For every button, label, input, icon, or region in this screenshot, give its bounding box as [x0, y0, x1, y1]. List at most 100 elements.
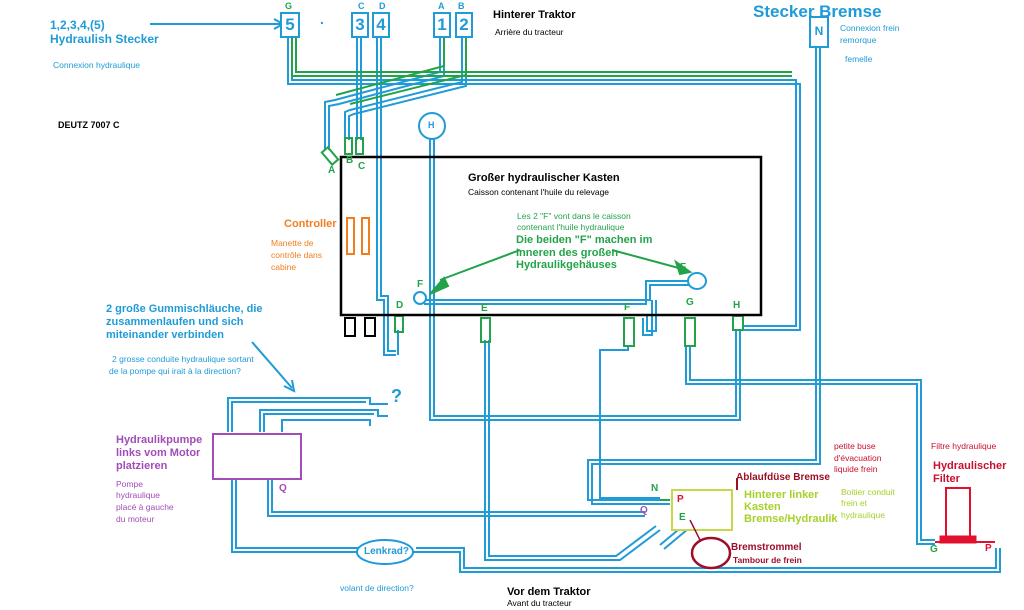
- question-mark: ?: [391, 386, 402, 406]
- pipe-port5: [287, 36, 801, 331]
- volant-label: volant de direction?: [340, 583, 414, 593]
- pipe-pump-Q: [267, 480, 645, 517]
- avant-tracteur: Avant du tracteur: [507, 598, 572, 608]
- connexion-frein-3: femelle: [845, 54, 873, 64]
- pumpe-3: platzieren: [116, 460, 168, 472]
- label-F-right: F: [680, 262, 687, 273]
- fitting-H: [732, 315, 744, 331]
- controller-lever-1: [346, 217, 355, 255]
- label-P-brake: P: [677, 494, 684, 505]
- kasten-links-1: Hinterer linker: [744, 489, 819, 501]
- fitting-D: [394, 315, 404, 333]
- label-E-bottom: E: [481, 303, 488, 314]
- fitting-A: [320, 145, 340, 167]
- label-A-top: A: [438, 1, 445, 11]
- lenkrad-ellipse: [356, 539, 414, 565]
- fitting-C: [355, 137, 364, 155]
- boitier-1: Boitier conduit: [841, 487, 895, 497]
- pipe-G: [689, 345, 935, 541]
- port-2: 2: [455, 12, 473, 38]
- gummi-3: miteinander verbinden: [106, 329, 224, 341]
- pipe-H: [429, 138, 741, 421]
- label-D-bottom: D: [396, 300, 404, 311]
- pipe-brake-N: [587, 48, 817, 501]
- label-G-bottom: G: [686, 297, 694, 308]
- label-A-box: A: [328, 165, 336, 176]
- fitting-B: [344, 137, 353, 155]
- manette-2: contrôle dans: [271, 250, 323, 260]
- hydraulic-filter: [945, 487, 971, 541]
- controller-label: Controller: [284, 218, 337, 230]
- buse-1: petite buse: [834, 441, 876, 451]
- lenkrad-label: Lenkrad?: [364, 546, 410, 557]
- dot-mark: .: [320, 11, 324, 27]
- bremstrommel-label: Bremstrommel: [731, 542, 802, 553]
- pipe-lenkrad: [231, 478, 358, 553]
- deutz-model: DEUTZ 7007 C: [58, 120, 120, 130]
- fitting-black-1: [344, 317, 356, 337]
- label-N-brake: N: [651, 483, 659, 494]
- conduite-2: de la pompe qui irait à la direction?: [109, 366, 241, 376]
- gummi-arrow: [251, 341, 296, 393]
- connexion-frein-2: remorque: [840, 35, 877, 45]
- stecker-ids: 1,2,3,4,(5): [50, 18, 105, 32]
- label-G-top: G: [285, 1, 293, 11]
- manette-1: Manette de: [271, 238, 314, 248]
- port-1: 1: [433, 12, 451, 38]
- label-B-top: B: [458, 1, 465, 11]
- label-H-gauge: H: [428, 120, 435, 130]
- f-de-1: Die beiden "F" machen im: [516, 234, 653, 246]
- stecker-bremse: Stecker Bremse: [753, 2, 882, 21]
- fitting-F: [623, 317, 635, 347]
- brake-drum: [690, 536, 732, 570]
- pipe-port1: [324, 38, 441, 150]
- filtre-label: Filtre hydraulique: [931, 441, 997, 451]
- rear-left-box: [671, 489, 733, 531]
- conduite-1: 2 grosse conduite hydraulique sortant: [112, 354, 254, 364]
- label-F-bottom: F: [624, 302, 631, 313]
- pompe-2: hydraulique: [116, 490, 160, 500]
- filter-1: Hydraulischer: [933, 460, 1007, 472]
- big-hydraulic-box: [339, 155, 763, 317]
- H-gauge: [418, 112, 446, 140]
- boitier-2: frein et: [841, 498, 867, 508]
- pompe-3: placé à gauche: [116, 502, 174, 512]
- label-D-top: D: [379, 1, 386, 11]
- pipe-port2: [344, 38, 463, 140]
- pipe-E: [484, 340, 661, 561]
- f-fr-1: Les 2 "F" vont dans le caisson: [517, 211, 631, 221]
- tambour-label: Tambour de frein: [733, 555, 802, 565]
- port-N: N: [809, 16, 829, 48]
- fitting-G: [684, 317, 696, 347]
- kasten-links-3: Bremse/Hydraulik: [744, 513, 838, 525]
- fitting-E: [480, 317, 491, 343]
- f-de-3: Hydraulikgehäuses: [516, 259, 617, 271]
- F-left-circle: [413, 291, 427, 305]
- pipe-port4: [376, 38, 396, 356]
- pumpe-2: links vom Motor: [116, 447, 201, 459]
- label-P-filter: P: [985, 543, 992, 554]
- controller-lever-2: [361, 217, 370, 255]
- kasten-links-2: Kasten: [744, 501, 781, 513]
- label-G-filter: G: [930, 544, 938, 555]
- kasten-fr: Caisson contenant l'huile du relevage: [468, 187, 610, 197]
- buse-2: d'évacuation: [834, 453, 882, 463]
- F-right-circle: [687, 272, 707, 290]
- vor-traktor: Vor dem Traktor: [507, 586, 591, 598]
- gummi-1: 2 große Gummischläuche, die: [106, 303, 263, 315]
- manette-3: cabine: [271, 262, 297, 272]
- f-fr-2: contenant l'huile hydraulique: [517, 222, 625, 232]
- connexion-hydraulique: Connexion hydraulique: [53, 60, 140, 70]
- port-5: 5: [280, 12, 300, 38]
- boitier-3: hydraulique: [841, 510, 885, 520]
- pompe-4: du moteur: [116, 514, 155, 524]
- label-C-box: C: [358, 161, 366, 172]
- fitting-black-2: [364, 317, 376, 337]
- label-C-top: C: [358, 1, 365, 11]
- label-B-box: B: [346, 155, 354, 166]
- arriere-tracteur: Arrière du tracteur: [495, 27, 564, 37]
- buse-3: liquide frein: [834, 464, 878, 474]
- hinterer-traktor: Hinterer Traktor: [493, 9, 576, 21]
- label-Q-pump: Q: [279, 483, 287, 494]
